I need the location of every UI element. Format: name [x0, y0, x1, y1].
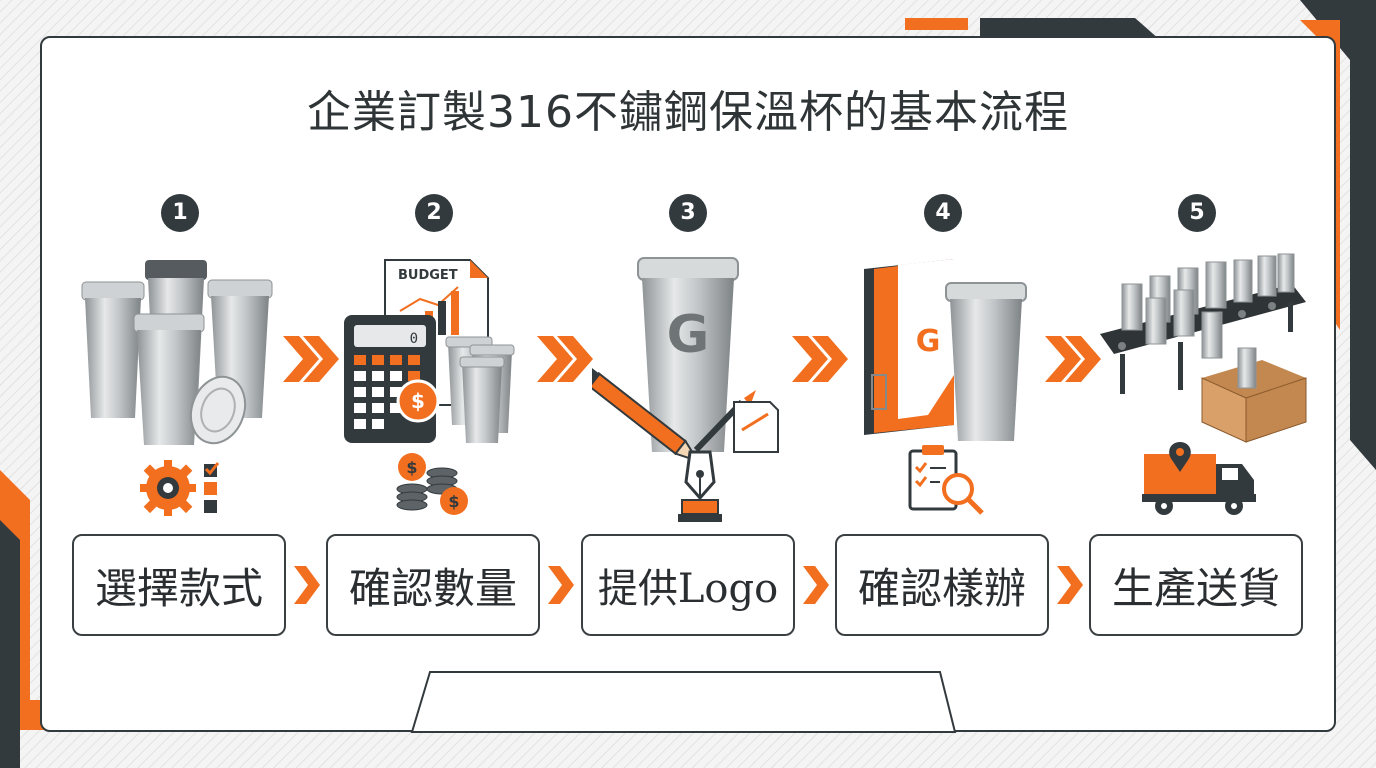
logo-tumbler: G	[637, 257, 739, 452]
delivery-truck-icon	[1142, 442, 1256, 515]
step-3-label: 提供Logo	[581, 534, 795, 636]
calculator-display: 0	[410, 331, 418, 347]
sample-tumbler	[945, 282, 1027, 441]
svg-text:$: $	[448, 492, 459, 511]
chevron-right-icon	[803, 566, 829, 604]
pen-nib-icon	[678, 450, 722, 522]
tumbler-stack	[445, 336, 515, 443]
big-chevron-arrow-icon	[537, 336, 593, 382]
svg-text:$: $	[411, 389, 425, 413]
step-2-label: 確認數量	[326, 534, 540, 636]
logo-letter: G	[667, 305, 710, 365]
step-2-number: 2	[415, 194, 453, 232]
coins-dollar-icon: $ $	[396, 453, 468, 515]
big-chevron-arrow-icon	[1045, 336, 1101, 382]
clipboard-magnifier-icon	[908, 445, 984, 515]
svg-text:$: $	[406, 458, 417, 477]
calculator: 0 $	[344, 315, 440, 443]
product-box: G	[864, 259, 954, 435]
chevron-right-icon	[548, 566, 574, 604]
document-edit	[733, 401, 779, 453]
step-4-number: 4	[924, 194, 962, 232]
step-5-label: 生產送貨	[1089, 534, 1303, 636]
step-5-illustration	[1100, 253, 1307, 515]
step-3-number: 3	[669, 194, 707, 232]
step-3-illustration: G	[592, 257, 779, 522]
tumbler-group	[81, 260, 273, 445]
chevron-right-icon	[294, 566, 320, 604]
box-logo-letter: G	[916, 324, 941, 359]
gear-checklist-icon	[140, 460, 220, 516]
tumblers-on-belt	[1121, 253, 1295, 359]
step-5-number: 5	[1178, 194, 1216, 232]
big-chevron-arrow-icon	[283, 336, 339, 382]
step-1-label: 選擇款式	[72, 534, 286, 636]
big-chevron-arrow-icon	[792, 336, 848, 382]
step-1-illustration	[81, 260, 273, 516]
step-1-number: 1	[161, 194, 199, 232]
chevron-right-icon	[1057, 566, 1083, 604]
page-title: 企業訂製316不鏽鋼保溫杯的基本流程	[307, 87, 1069, 138]
step-2-illustration: BUDGET 0 $ $ $	[344, 259, 515, 515]
budget-text: BUDGET	[398, 268, 458, 283]
step-4-label: 確認樣辦	[835, 534, 1049, 636]
step-4-illustration: G	[864, 259, 1027, 515]
cardboard-box	[1201, 347, 1307, 443]
